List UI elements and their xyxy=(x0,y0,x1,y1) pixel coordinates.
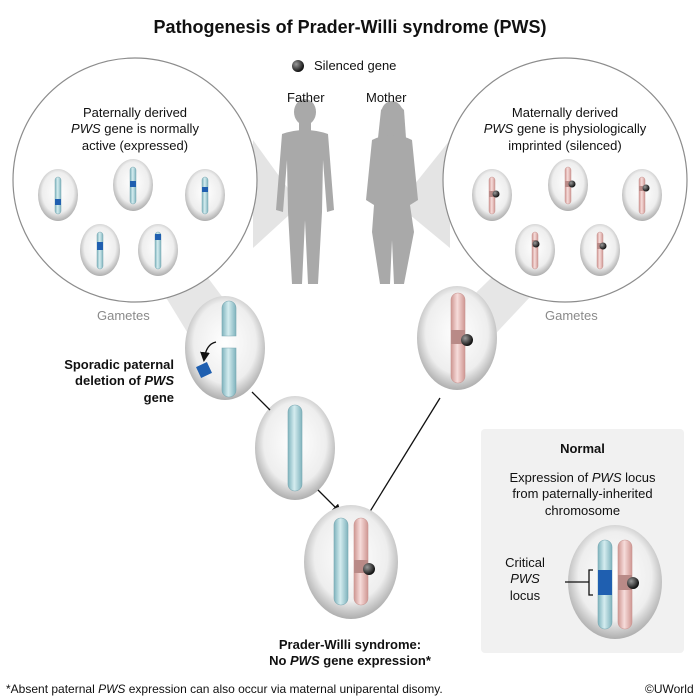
page-title: Pathogenesis of Prader-Willi syndrome (P… xyxy=(153,17,547,37)
gene-name: PWS xyxy=(144,373,174,389)
credit-label: ©UWorld xyxy=(645,682,694,696)
mother-label: Mother xyxy=(366,90,407,105)
maternal-bubble-text: Maternally derived PWS gene is physiolog… xyxy=(470,105,660,154)
maternal-bubble-line3: imprinted (silenced) xyxy=(508,137,622,153)
gene-name: PWS xyxy=(483,121,514,137)
footnote-pre: *Absent paternal xyxy=(6,682,99,696)
outcome-line2-pre: No xyxy=(269,653,291,669)
legend-label: Silenced gene xyxy=(314,58,397,73)
gene-name: PWS xyxy=(591,470,622,485)
normal-line1-post: locus xyxy=(621,470,656,485)
paternal-gametes-label: Gametes xyxy=(97,308,150,323)
gene-name: PWS xyxy=(98,682,126,696)
paternal-bubble-line1: Paternally derived xyxy=(82,105,188,120)
paternal-bubble-text: Paternally derived PWS gene is normally … xyxy=(40,105,230,154)
deletion-line2: deletion of PWS gene xyxy=(54,373,174,406)
paternal-deletion-cell xyxy=(185,296,265,400)
deletion-line2-pre: deletion of xyxy=(75,373,145,389)
gene-name: PWS xyxy=(71,121,101,137)
maternal-gamete-group xyxy=(472,159,662,276)
locus-line3: locus xyxy=(509,587,541,603)
maternal-gametes-label: Gametes xyxy=(545,308,598,323)
maternal-bubble-line2-rest: gene is physiologically xyxy=(513,121,647,137)
maternal-bubble-line2: PWS gene is physiologically xyxy=(470,121,660,137)
paternal-bubble-line2: PWS gene is normally xyxy=(40,121,230,137)
deletion-line1: Sporadic paternal xyxy=(64,357,174,372)
normal-heading: Normal xyxy=(560,441,605,456)
critical-pws-locus-band xyxy=(598,570,612,595)
normal-line1-pre: Expression of xyxy=(509,470,592,485)
critical-locus-label: Critical PWS locus xyxy=(490,555,560,604)
mother-connector xyxy=(398,140,450,248)
paternal-bubble-line3: active (expressed) xyxy=(81,137,189,153)
maternal-bubble-line1: Maternally derived xyxy=(511,105,619,120)
arrow-maternal-to-zygote xyxy=(365,397,441,520)
pws-zygote-cell xyxy=(304,505,398,619)
footnote-post: expression can also occur via maternal u… xyxy=(125,682,443,696)
outcome-label: Prader-Willi syndrome: No PWS gene expre… xyxy=(230,637,470,670)
normal-description: Expression of PWS locus from paternally-… xyxy=(481,470,684,519)
normal-zygote-cell xyxy=(565,525,662,639)
mother-silhouette xyxy=(366,101,418,284)
deletion-line2-post: gene xyxy=(143,389,174,405)
deletion-label: Sporadic paternal deletion of PWS gene xyxy=(54,357,174,406)
paternal-bubble-line2-rest: gene is normally xyxy=(100,121,199,137)
gene-name: PWS xyxy=(290,653,320,669)
father-connector xyxy=(253,140,300,248)
arrow-deletion-to-gamete xyxy=(251,391,271,411)
father-label: Father xyxy=(287,90,325,105)
normal-line2: from paternally-inherited xyxy=(512,486,653,502)
locus-line2: PWS xyxy=(510,571,540,587)
deleted-pws-segment xyxy=(196,362,212,378)
locus-bracket xyxy=(565,569,593,596)
outcome-line1: Prader-Willi syndrome: xyxy=(278,637,422,652)
outcome-line2-post: gene expression* xyxy=(319,653,431,669)
outcome-line2: No PWS gene expression* xyxy=(230,653,470,669)
footnote: *Absent paternal PWS expression can also… xyxy=(6,682,443,697)
locus-line1: Critical xyxy=(505,555,545,570)
normal-line3: chromosome xyxy=(544,502,621,518)
maternal-zoom-cell xyxy=(417,286,497,390)
normal-line1: Expression of PWS locus xyxy=(481,470,684,486)
paternal-gamete-group xyxy=(38,159,225,276)
deleted-paternal-cell xyxy=(255,396,335,500)
father-silhouette xyxy=(276,99,334,284)
silenced-gene-legend-dot xyxy=(292,60,304,72)
